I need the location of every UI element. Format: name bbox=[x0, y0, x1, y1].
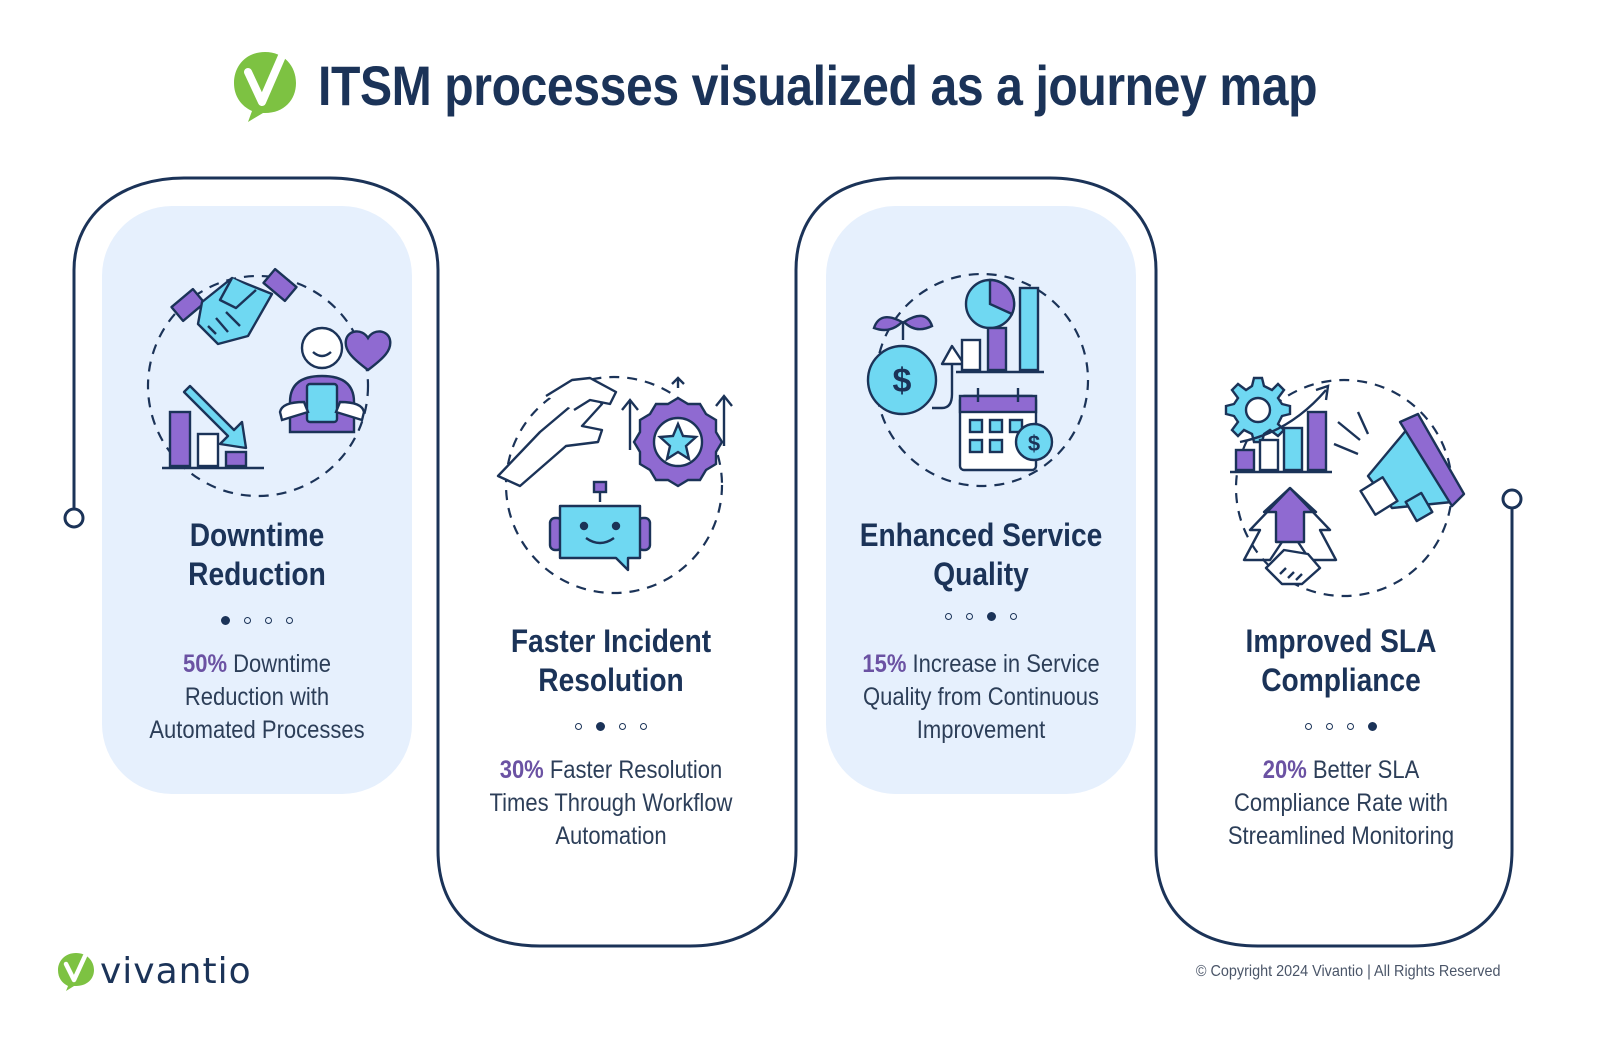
page-title: ITSM processes visualized as a journey m… bbox=[318, 53, 1318, 117]
stage-1-percent: 50% bbox=[183, 650, 228, 678]
stage-4-step-dots bbox=[1216, 722, 1466, 731]
calendar-dollar-icon: $ bbox=[958, 388, 1054, 472]
heart-icon bbox=[344, 330, 392, 372]
stage-4-icons bbox=[1224, 376, 1466, 598]
copyright-text: © Copyright 2024 Vivantio | All Rights R… bbox=[1195, 963, 1500, 980]
stage-1-step-dots bbox=[132, 616, 382, 625]
declining-bar-chart-icon bbox=[162, 384, 264, 470]
stage-4-percent: 20% bbox=[1262, 756, 1307, 784]
stage-3-description: 15% Increase in Service Quality from Con… bbox=[862, 650, 1100, 744]
stage-1-description: 50% Downtime Reduction with Automated Pr… bbox=[149, 650, 365, 744]
gear-star-icon bbox=[621, 376, 733, 488]
vivantio-logo-icon bbox=[234, 52, 297, 122]
gear-growth-chart-icon bbox=[1224, 376, 1332, 474]
helping-hands-icon bbox=[496, 376, 618, 488]
svg-text:$: $ bbox=[1028, 431, 1040, 456]
stage-4-description: 20% Better SLA Compliance Rate with Stre… bbox=[1227, 756, 1455, 850]
chatbot-icon bbox=[548, 480, 652, 572]
stage-3-percent: 15% bbox=[862, 650, 907, 678]
stage-2-step-dots bbox=[486, 722, 736, 731]
pie-bar-chart-icon bbox=[956, 278, 1044, 374]
handshake-arrow-icon bbox=[1242, 486, 1338, 586]
path-end-node bbox=[1501, 488, 1523, 510]
stage-2-percent: 30% bbox=[499, 756, 544, 784]
footer-logo: vivantio bbox=[56, 950, 252, 992]
money-bag-growth-icon: $ bbox=[866, 314, 966, 416]
vivantio-small-logo-icon bbox=[58, 953, 94, 991]
brand-name: vivantio bbox=[100, 950, 252, 992]
svg-text:$: $ bbox=[893, 362, 912, 400]
happy-customer-icon bbox=[278, 326, 366, 434]
stage-3-icons: $ $ bbox=[866, 272, 1090, 488]
stage-2-icons bbox=[496, 375, 733, 595]
stage-2-description: 30% Faster Resolution Times Through Work… bbox=[489, 756, 733, 850]
path-start-node bbox=[63, 507, 85, 529]
stage-1-icons bbox=[146, 267, 392, 498]
stage-3-step-dots bbox=[856, 612, 1106, 621]
handshake-icon bbox=[170, 267, 298, 346]
megaphone-icon bbox=[1333, 411, 1466, 523]
title-bar: ITSM processes visualized as a journey m… bbox=[0, 40, 1600, 130]
